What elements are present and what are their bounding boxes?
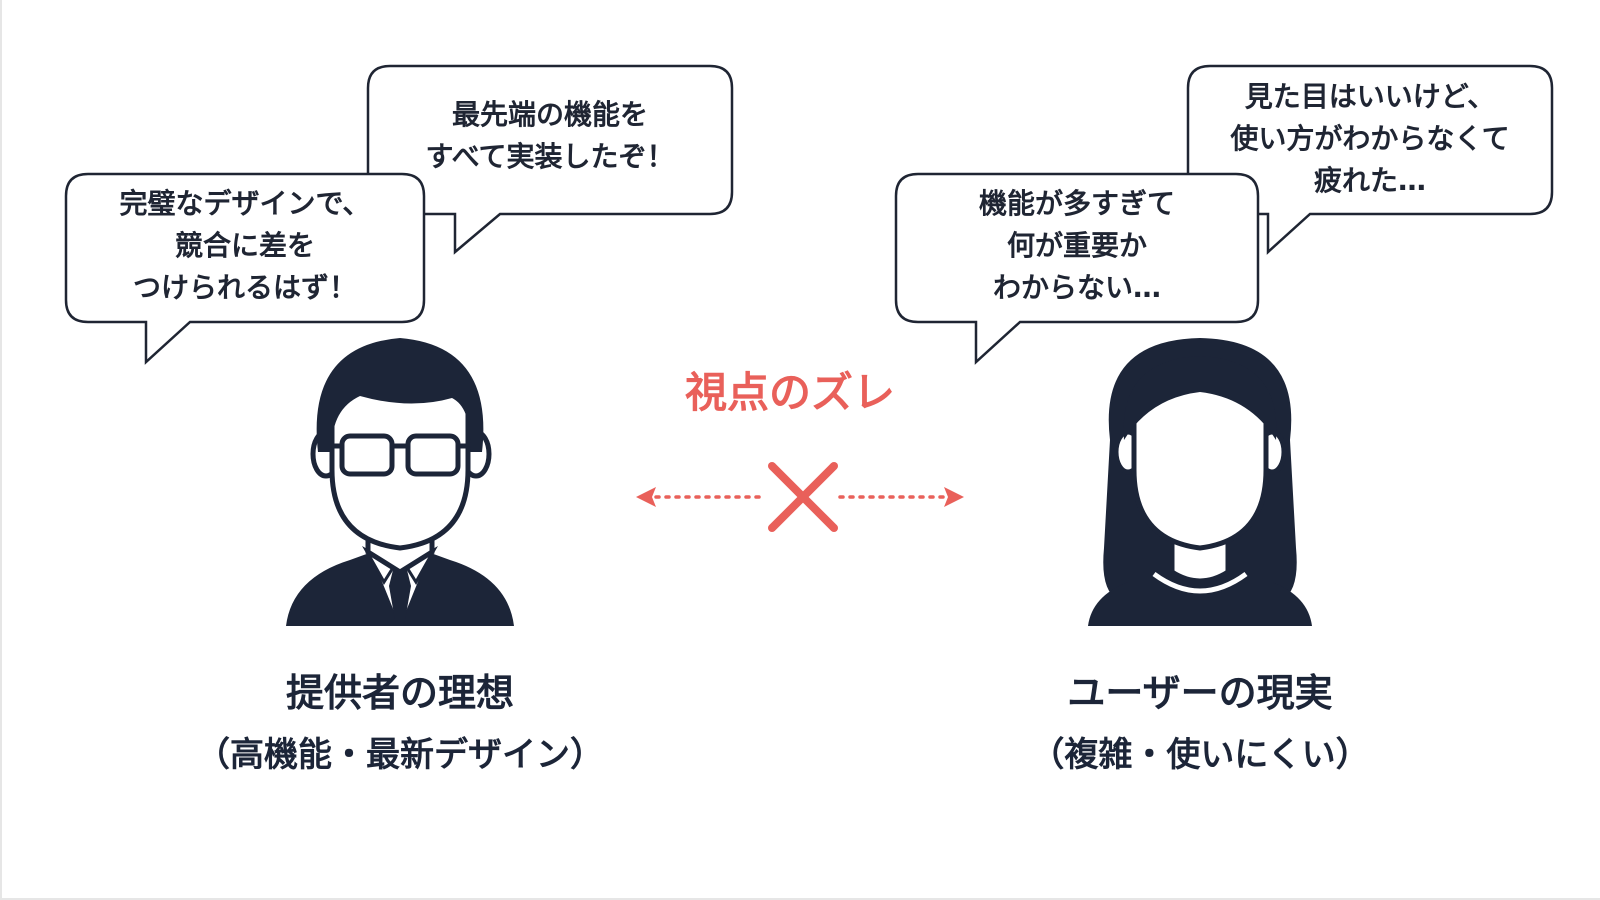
woman-icon xyxy=(1088,338,1312,626)
bubble-line: 完璧なデザインで、 xyxy=(119,187,371,220)
bubble-line: わからない… xyxy=(992,271,1161,304)
user-caption-title: ユーザーの現実 xyxy=(1067,671,1333,715)
left-arrowhead-icon xyxy=(636,487,656,507)
user-caption-subtitle: （複雑・使いにくい） xyxy=(1030,735,1370,775)
user-bubble-back-text: 見た目はいいけど、 使い方がわからなくて 疲れた… xyxy=(1188,76,1552,202)
user-bubble-front xyxy=(894,172,1260,365)
provider-bubble-back xyxy=(366,64,734,255)
provider-bubble-front-text: 完璧なデザインで、 競合に差を つけられるはず！ xyxy=(66,183,424,309)
bubble-line: すべて実装したぞ！ xyxy=(425,140,675,173)
provider-caption-subtitle: （高機能・最新デザイン） xyxy=(196,735,604,775)
cross-icon xyxy=(768,462,838,532)
provider-caption-title: 提供者の理想 xyxy=(285,671,514,715)
bubble-line: 機能が多すぎて xyxy=(978,187,1175,220)
man-with-glasses-in-suit-icon xyxy=(286,338,514,626)
user-bubble-front-text: 機能が多すぎて 何が重要か わからない… xyxy=(896,183,1258,309)
bubble-line: 最先端の機能を xyxy=(451,98,648,131)
provider-bubble-front xyxy=(64,172,426,365)
right-arrowhead-icon xyxy=(944,487,964,507)
bubble-line: 何が重要か xyxy=(1006,229,1147,262)
provider-caption: 提供者の理想 （高機能・最新デザイン） xyxy=(160,668,640,780)
bubble-line: つけられるはず！ xyxy=(132,271,357,304)
bubble-line: 見た目はいいけど、 xyxy=(1244,80,1496,113)
bubble-line: 疲れた… xyxy=(1313,164,1426,197)
user-bubble-back xyxy=(1186,64,1554,255)
bubble-line: 競合に差を xyxy=(174,229,315,262)
mismatch-arrows xyxy=(636,487,964,507)
bubble-line: 使い方がわからなくて xyxy=(1230,122,1510,155)
provider-bubble-back-text: 最先端の機能を すべて実装したぞ！ xyxy=(368,94,732,178)
user-caption: ユーザーの現実 （複雑・使いにくい） xyxy=(960,668,1440,780)
perspective-gap-label: 視点のズレ xyxy=(684,368,895,417)
